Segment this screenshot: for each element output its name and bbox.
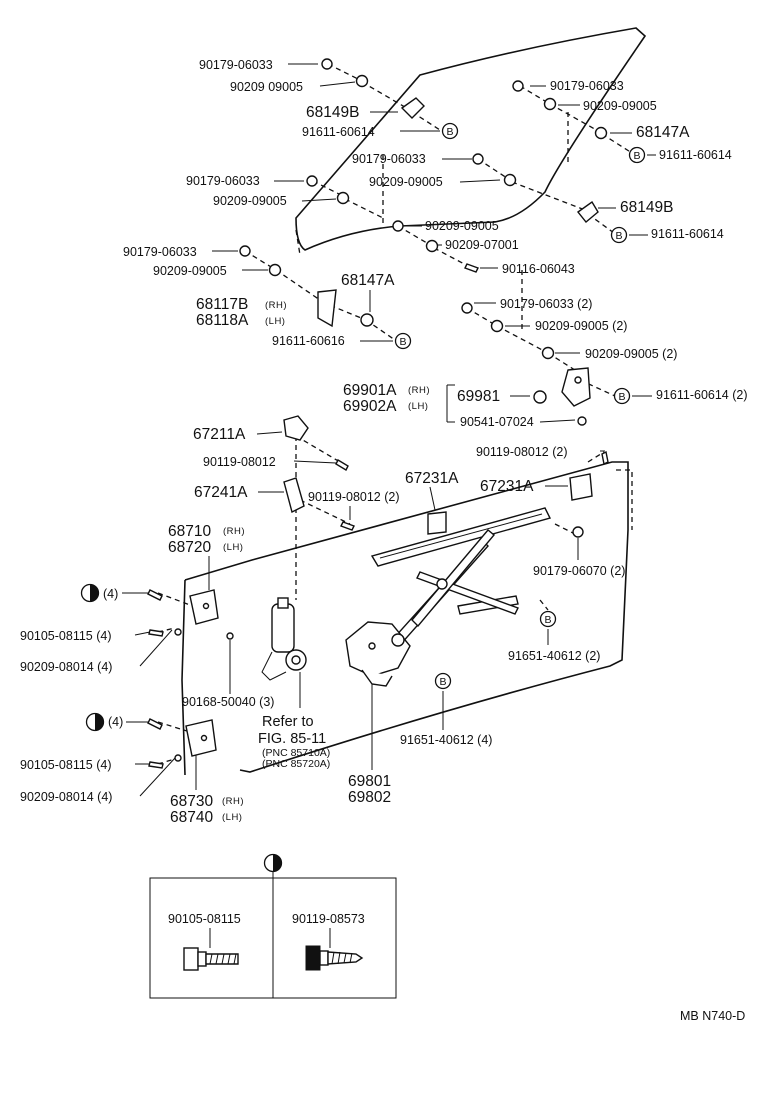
- part-label-l08: 91611-60614: [659, 148, 732, 162]
- part-label-l23: 90179-06033 (2): [500, 297, 592, 311]
- part-label-l59: (PNC 85720A): [262, 758, 330, 770]
- part-label-l65: 68740: [170, 809, 213, 826]
- part-label-l34: (LH): [408, 401, 428, 412]
- part-label-l14: 90209-09005: [425, 219, 499, 233]
- part-label-l56: 91651-40612 (4): [400, 733, 492, 747]
- part-label-l45: 68720: [168, 539, 211, 556]
- part-label-l30: (RH): [408, 385, 430, 396]
- part-label-l67: 90105-08115: [168, 912, 241, 926]
- part-label-l41: 67241A: [194, 484, 248, 501]
- part-label-l29: 69901A: [343, 382, 397, 399]
- part-label-l01: 90179-06033: [199, 58, 273, 72]
- part-label-l64: 69802: [348, 789, 391, 806]
- part-label-l12: 90209-09005: [213, 194, 287, 208]
- part-label-l50: 91651-40612 (2): [508, 649, 600, 663]
- tapping-bolt-illustration: [305, 945, 364, 971]
- part-label-l32: 91611-60614 (2): [656, 388, 748, 402]
- part-label-l47: 90179-06070 (2): [533, 564, 625, 578]
- part-label-l03: 68149B: [306, 104, 359, 121]
- b-callout-b4: B: [394, 332, 412, 350]
- b-callout-b5: B: [613, 387, 631, 405]
- part-label-l31: 69981: [457, 388, 500, 405]
- part-label-l26: 90209-09005 (2): [535, 319, 627, 333]
- svg-text:B: B: [399, 336, 406, 348]
- part-label-l04: 91611-60614: [302, 125, 375, 139]
- part-label-l11: 90209-09005: [369, 175, 443, 189]
- part-label-l02: 90209 09005: [230, 80, 303, 94]
- fasteners: [147, 58, 609, 769]
- part-label-l48: (4): [103, 587, 118, 601]
- svg-text:B: B: [446, 126, 453, 138]
- part-label-l37: 90119-08012 (2): [476, 445, 568, 459]
- part-label-l10: 90179-06033: [186, 174, 260, 188]
- part-label-l63: (RH): [222, 796, 244, 807]
- half-circle-symbol-icon: [85, 712, 105, 732]
- part-label-l13: 68149B: [620, 199, 673, 216]
- hinges: [185, 415, 309, 757]
- window-regulator: [345, 473, 593, 687]
- part-label-l43: 68710: [168, 523, 211, 540]
- part-label-l55: FIG. 85-11: [258, 731, 326, 747]
- part-label-l35: 90541-07024: [460, 415, 534, 429]
- fastener-detail-box: [149, 870, 397, 999]
- part-label-l66: (LH): [222, 812, 242, 823]
- part-label-l05: 90179-06033: [550, 79, 624, 93]
- part-label-l27: 91611-60616: [272, 334, 345, 348]
- part-label-l28: 90209-09005 (2): [585, 347, 677, 361]
- half-circle-symbol-icon: [263, 853, 283, 873]
- part-label-l06: 90209-09005: [583, 99, 657, 113]
- part-label-l49: 90105-08115 (4): [20, 629, 112, 643]
- svg-text:B: B: [618, 391, 625, 403]
- part-label-l52: 90168-50040 (3): [182, 695, 274, 709]
- part-label-l21: 68117B: [196, 296, 248, 313]
- part-label-l07: 68147A: [636, 124, 690, 141]
- svg-text:B: B: [615, 230, 622, 242]
- part-label-l58: 90105-08115 (4): [20, 758, 112, 772]
- part-label-l15: 91611-60614: [651, 227, 724, 241]
- part-label-l46: (LH): [223, 542, 243, 553]
- part-label-l17: 90179-06033: [123, 245, 197, 259]
- part-label-l61: 90209-08014 (4): [20, 790, 112, 804]
- door-panel-outline: [181, 461, 633, 776]
- part-label-l40: 67231A: [480, 478, 534, 495]
- part-label-l20: 68147A: [341, 272, 395, 289]
- part-label-l18: 90116-06043: [502, 262, 575, 276]
- part-label-l24: 68118A: [196, 312, 249, 329]
- half-circle-symbol-icon: [80, 583, 100, 603]
- svg-text:B: B: [544, 614, 551, 626]
- part-label-l22: (RH): [265, 300, 287, 311]
- part-label-l38: 90119-08012: [203, 455, 276, 469]
- part-label-l39: 67231A: [405, 470, 459, 487]
- door-glass-outline: [295, 27, 647, 256]
- part-label-l62: 68730: [170, 793, 213, 810]
- part-label-l53: (4): [108, 715, 123, 729]
- b-callout-b1: B: [441, 122, 459, 140]
- svg-text:B: B: [439, 676, 446, 688]
- b-callout-b2: B: [628, 146, 646, 164]
- part-label-l44: (RH): [223, 526, 245, 537]
- part-label-l33: 69902A: [343, 398, 397, 415]
- part-label-l09: 90179-06033: [352, 152, 426, 166]
- part-label-l19: 90209-09005: [153, 264, 227, 278]
- b-callout-b3: B: [610, 226, 628, 244]
- leader-lines: [122, 63, 656, 797]
- part-label-l54: Refer to: [262, 714, 314, 730]
- b-callout-b6: B: [539, 610, 557, 628]
- part-label-l42: 90119-08012 (2): [308, 490, 400, 504]
- part-label-l69: MB N740-D: [680, 1009, 745, 1023]
- regulator-motor: [261, 597, 307, 681]
- part-label-l25: (LH): [265, 316, 285, 327]
- part-label-l51: 90209-08014 (4): [20, 660, 112, 674]
- part-label-l60: 69801: [348, 773, 391, 790]
- svg-text:B: B: [633, 150, 640, 162]
- part-label-l68: 90119-08573: [292, 912, 365, 926]
- part-label-l57: (PNC 85710A): [262, 747, 330, 759]
- glass-brackets: [317, 97, 599, 407]
- b-callout-b7: B: [434, 672, 452, 690]
- flange-bolt-illustration: [183, 947, 239, 971]
- part-label-l16: 90209-07001: [445, 238, 519, 252]
- part-label-l36: 67211A: [193, 426, 246, 443]
